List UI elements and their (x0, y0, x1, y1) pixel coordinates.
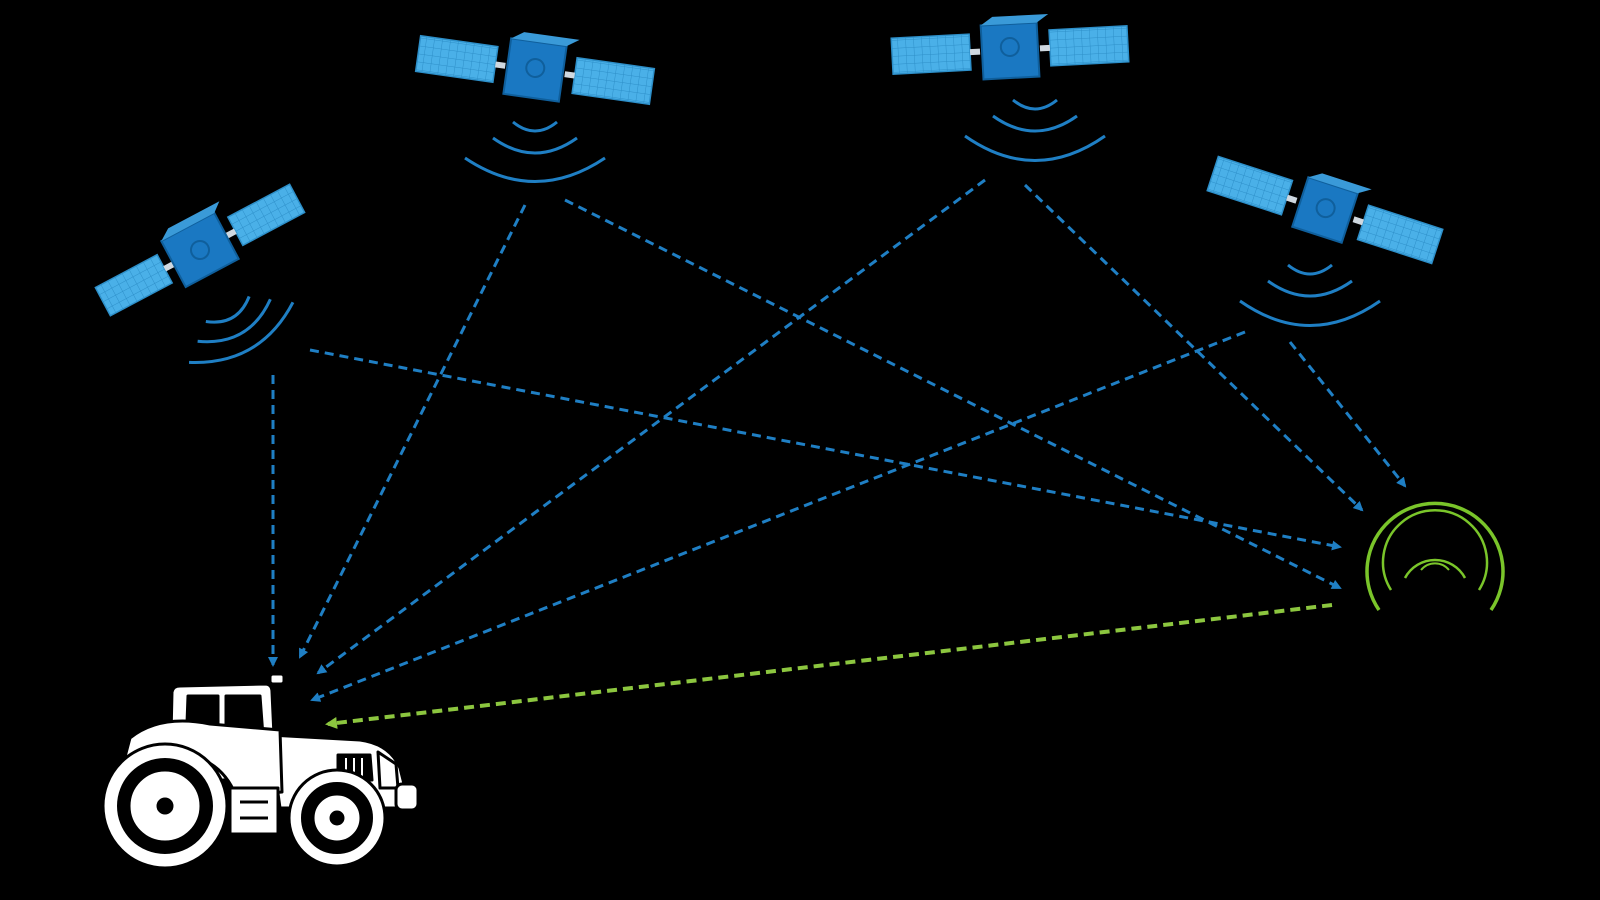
satellite-1-waves (188, 295, 295, 364)
link-satellite-2-to-base-station (564, 198, 1342, 590)
signal-beacon-icon (1365, 501, 1505, 611)
base-station (1365, 501, 1505, 611)
satellite-icon (414, 32, 656, 106)
satellite-1 (94, 183, 306, 317)
link-satellite-2-to-tractor (298, 204, 527, 659)
link-satellite-1-to-base-station (309, 348, 1342, 551)
link-satellite-4-to-base-station (1288, 341, 1407, 488)
signal-links (268, 178, 1407, 729)
satellite-2-waves (464, 120, 606, 183)
satellite-4 (1206, 155, 1444, 265)
link-satellite-3-to-tractor (316, 178, 986, 675)
satellite-icon (94, 183, 306, 317)
satellite-4-waves (1239, 263, 1381, 327)
tractor (101, 672, 420, 870)
tractor-icon (101, 672, 420, 870)
satellite-icon (890, 13, 1130, 81)
link-satellite-3-to-base-station (1023, 183, 1364, 512)
satellite-icon (1206, 155, 1444, 265)
satellite-3 (890, 13, 1130, 81)
link-base-station-to-tractor (325, 603, 1333, 729)
satellite-3-waves (964, 98, 1106, 162)
satellite-2 (414, 32, 656, 106)
link-satellite-4-to-tractor (310, 330, 1246, 702)
